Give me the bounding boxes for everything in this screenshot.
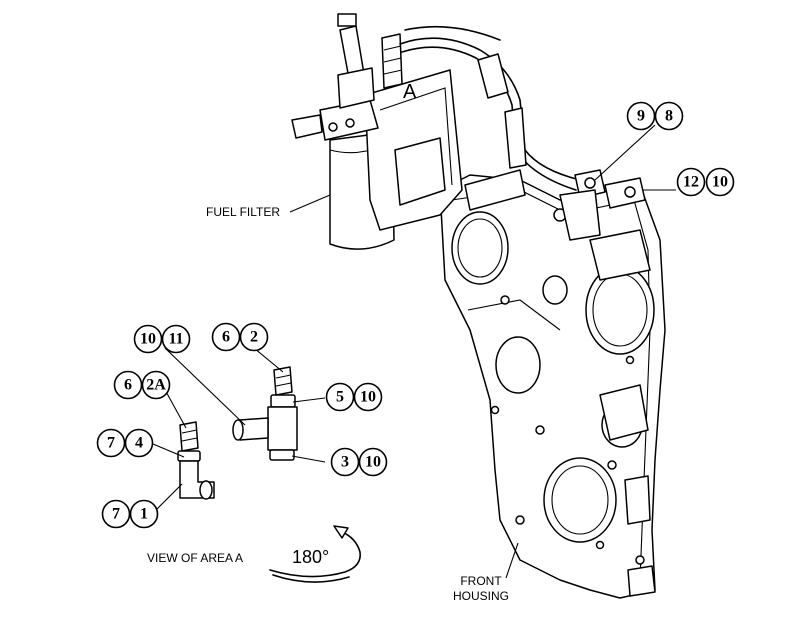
callout-7-1: 7 1 xyxy=(101,499,159,529)
fuel-filter-illustration xyxy=(291,13,646,250)
area-a-detail-illustration xyxy=(177,366,298,500)
callout-number: 5 xyxy=(336,389,344,406)
leader-lines xyxy=(152,124,676,579)
area-a-label: A xyxy=(403,81,417,103)
front-housing-label-line2: HOUSING xyxy=(453,589,509,603)
callout-number: 6 xyxy=(222,329,230,346)
callout-5-10: 5 10 xyxy=(325,382,383,412)
callout-number: 9 xyxy=(637,108,645,125)
front-housing-label-line1: FRONT xyxy=(460,574,502,588)
callout-number: 7 xyxy=(112,506,120,523)
callout-6-2: 6 2 xyxy=(211,322,269,352)
callout-number: 6 xyxy=(124,377,132,394)
callout-number: 7 xyxy=(107,435,115,452)
callout-number: 10 xyxy=(360,389,376,406)
callout-3-10: 3 10 xyxy=(330,447,388,477)
callout-number: 1 xyxy=(140,506,148,523)
rotation-arrow-icon xyxy=(269,525,362,583)
callout-number: 10 xyxy=(140,331,156,348)
callout-number: 12 xyxy=(683,174,699,191)
rotation-degree-label: 180° xyxy=(292,547,329,567)
callout-number: 11 xyxy=(168,331,183,348)
callout-7-4: 7 4 xyxy=(96,428,154,458)
callout-number: 8 xyxy=(665,108,673,125)
front-housing-illustration xyxy=(439,174,666,599)
callout-number: 10 xyxy=(712,174,728,191)
callout-number: 10 xyxy=(365,454,381,471)
fuel-filter-label: FUEL FILTER xyxy=(206,205,280,219)
callout-10-11: 10 11 xyxy=(133,324,191,354)
callout-number: 4 xyxy=(135,435,143,452)
callout-12-10: 12 10 xyxy=(676,167,735,197)
callout-number: 2A xyxy=(146,377,166,394)
view-of-area-label: VIEW OF AREA A xyxy=(147,551,243,565)
callout-number: 2 xyxy=(250,329,258,346)
callout-6-2a: 6 2A xyxy=(113,370,171,400)
callout-9-8: 9 8 xyxy=(626,101,684,131)
callout-number: 3 xyxy=(341,454,349,471)
